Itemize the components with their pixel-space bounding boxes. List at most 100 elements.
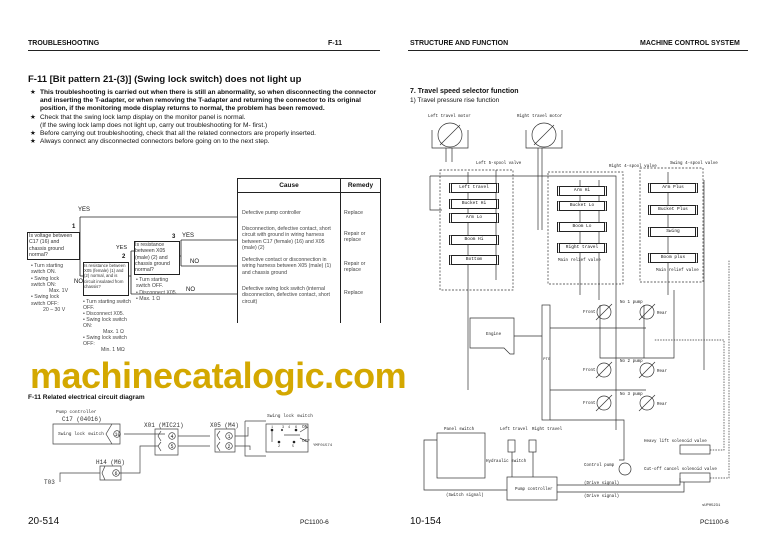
remedy-cell: Replace [344, 210, 364, 216]
rear-label: Rear [657, 370, 668, 374]
left-travel-label: Left travel [500, 427, 528, 432]
condition: • Turn starting switch ON. [31, 263, 64, 276]
pump-controller-label: Pump controller [515, 487, 553, 492]
subsection-title: 1) Travel pressure rise function [410, 97, 500, 104]
remedy-cell: Repair or replace [344, 231, 366, 244]
note-text: Before carrying out troubleshooting, che… [40, 130, 316, 138]
cause-cell: Defective pump controller [242, 210, 301, 216]
no-label: NO [74, 279, 83, 285]
pump2-label: No 2 pump [620, 360, 643, 364]
header-section-right: MACHINE CONTROL SYSTEM [640, 40, 740, 47]
step2-question: Is resistance between X05 (female) (1) a… [83, 262, 129, 296]
terminal-number: 4 [288, 426, 290, 430]
control-pump-label: Control pump [584, 463, 615, 468]
page-number: 20-514 [28, 516, 60, 527]
left-valve-label: Left 5-spool valve [476, 161, 522, 166]
spool-box: Bucket Lo [557, 201, 607, 211]
spool-box: Arm Lo [449, 213, 499, 223]
condition: Max. 1 Ω [103, 329, 124, 335]
condition: Min. 1 MΩ [101, 347, 125, 353]
note-item: ★ Before carrying out troubleshooting, ch… [30, 130, 380, 138]
yes-label: YES [182, 233, 195, 239]
no-label: NO [190, 259, 199, 265]
condition: • Disconnect X05. [136, 289, 178, 296]
x01-label: X01 (MIC21) [144, 422, 184, 429]
note-text: (If the swing lock lamp does not light u… [40, 121, 268, 129]
header-section: TROUBLESHOOTING [28, 40, 100, 47]
pump1-label: No 1 pump [620, 301, 643, 305]
header-rule [408, 50, 748, 51]
rear-label: Rear [657, 312, 668, 316]
x05-label: X05 (M4) [210, 422, 239, 429]
spool-box: Boom plus [648, 253, 698, 263]
pin-number: 5 [171, 444, 174, 450]
terminal-number: 2 [278, 445, 280, 449]
watermark: machinecatalogic.com [30, 355, 407, 396]
pin-number: 2 [228, 444, 231, 450]
model-number: PC1100-6 [300, 519, 329, 526]
pump3-label: No 3 pump [620, 393, 643, 397]
note-item: ★ Check that the swing lock lamp display … [30, 114, 380, 122]
on-label: ON [302, 424, 308, 430]
model-number: PC1100-6 [700, 519, 729, 526]
switch-label: Swing lock switch [267, 413, 313, 419]
condition: 20 – 30 V [43, 307, 66, 314]
yes-label: YES [116, 245, 128, 251]
left-motor-label: Left travel motor [428, 114, 471, 119]
right-motor-label: Right travel motor [517, 114, 563, 119]
spool-box: Right travel [557, 243, 607, 253]
spool-box: Swing [648, 227, 698, 237]
h14-label: H14 (M6) [96, 459, 125, 466]
engine-label: Engine [486, 332, 502, 337]
main-relief-label: Main relief valve [558, 258, 601, 263]
t03-label: T03 [44, 479, 55, 486]
star-icon: ★ [30, 89, 36, 96]
heavy-lift-label: Heavy lift solenoid valve [644, 439, 707, 444]
pin-number: 4 [171, 434, 174, 440]
condition: • Turn starting switch OFF. [136, 277, 169, 290]
note-item: ★This troubleshooting is carried out whe… [30, 89, 380, 114]
step1-question: Is voltage between C17 (16) and chassis … [27, 232, 80, 260]
terminal-number: 6 [295, 426, 297, 430]
condition: • Swing lock switch ON: [31, 275, 60, 288]
panel-switch-label: Panel switch [444, 427, 475, 432]
step-number: 1 [72, 224, 76, 230]
star-icon: ★ [30, 130, 36, 138]
circuit-title: F-11 Related electrical circuit diagram [28, 394, 145, 401]
no-label: NO [186, 287, 195, 293]
spool-box: Left travel [449, 183, 499, 193]
remedy-cell: Repair or replace [344, 261, 366, 274]
front-label: Front [583, 402, 596, 406]
note-text: Check that the swing lock lamp display o… [40, 113, 246, 121]
spool-box: Boom Hi [449, 235, 499, 245]
switch-signal-label: (Switch signal) [446, 493, 484, 498]
main-relief-label: Main relief valve [656, 268, 699, 273]
condition: • Turn starting switch OFF. [83, 299, 131, 311]
figure-code: sUP05231 [702, 504, 721, 508]
spool-box: Arm Hi [557, 186, 607, 196]
drive-signal-label: (Drive signal) [584, 481, 619, 486]
cause-table: Cause Remedy Defective pump controller R… [237, 178, 381, 323]
hydraulic-diagram: Left travel motor Right travel motor Lef… [423, 114, 730, 508]
pump-controller-label: Pump controller [56, 409, 97, 415]
star-icon: ★ [30, 113, 36, 121]
circuit-diagram: Pump controller C17 (04016) Swing lock s… [44, 409, 333, 486]
page-title: F-11 [Bit pattern 21-(3)] (Swing lock sw… [28, 74, 302, 85]
notes-list: ★This troubleshooting is carried out whe… [30, 89, 380, 146]
c17-label: C17 (04016) [62, 416, 102, 423]
drive-signal-label: (Drive signal) [584, 494, 619, 499]
condition: • Swing lock switch ON: [83, 317, 127, 329]
header-section: STRUCTURE AND FUNCTION [410, 40, 509, 47]
condition: • Disconnect X05. [83, 311, 125, 317]
rear-label: Rear [657, 403, 668, 407]
spool-box: Bottom [449, 255, 499, 265]
page-number: 10-154 [410, 516, 442, 527]
terminal-number: 5 [292, 445, 294, 449]
col-cause: Cause [279, 182, 299, 189]
col-remedy: Remedy [347, 182, 374, 189]
pin-number: 6 [115, 471, 118, 477]
step3-conditions: • Turn starting switch OFF.• Disconnect … [136, 277, 182, 302]
step-number: 3 [172, 234, 176, 240]
header-rule [28, 50, 380, 51]
swing-valve-label: Swing 4-spool valve [670, 161, 718, 166]
